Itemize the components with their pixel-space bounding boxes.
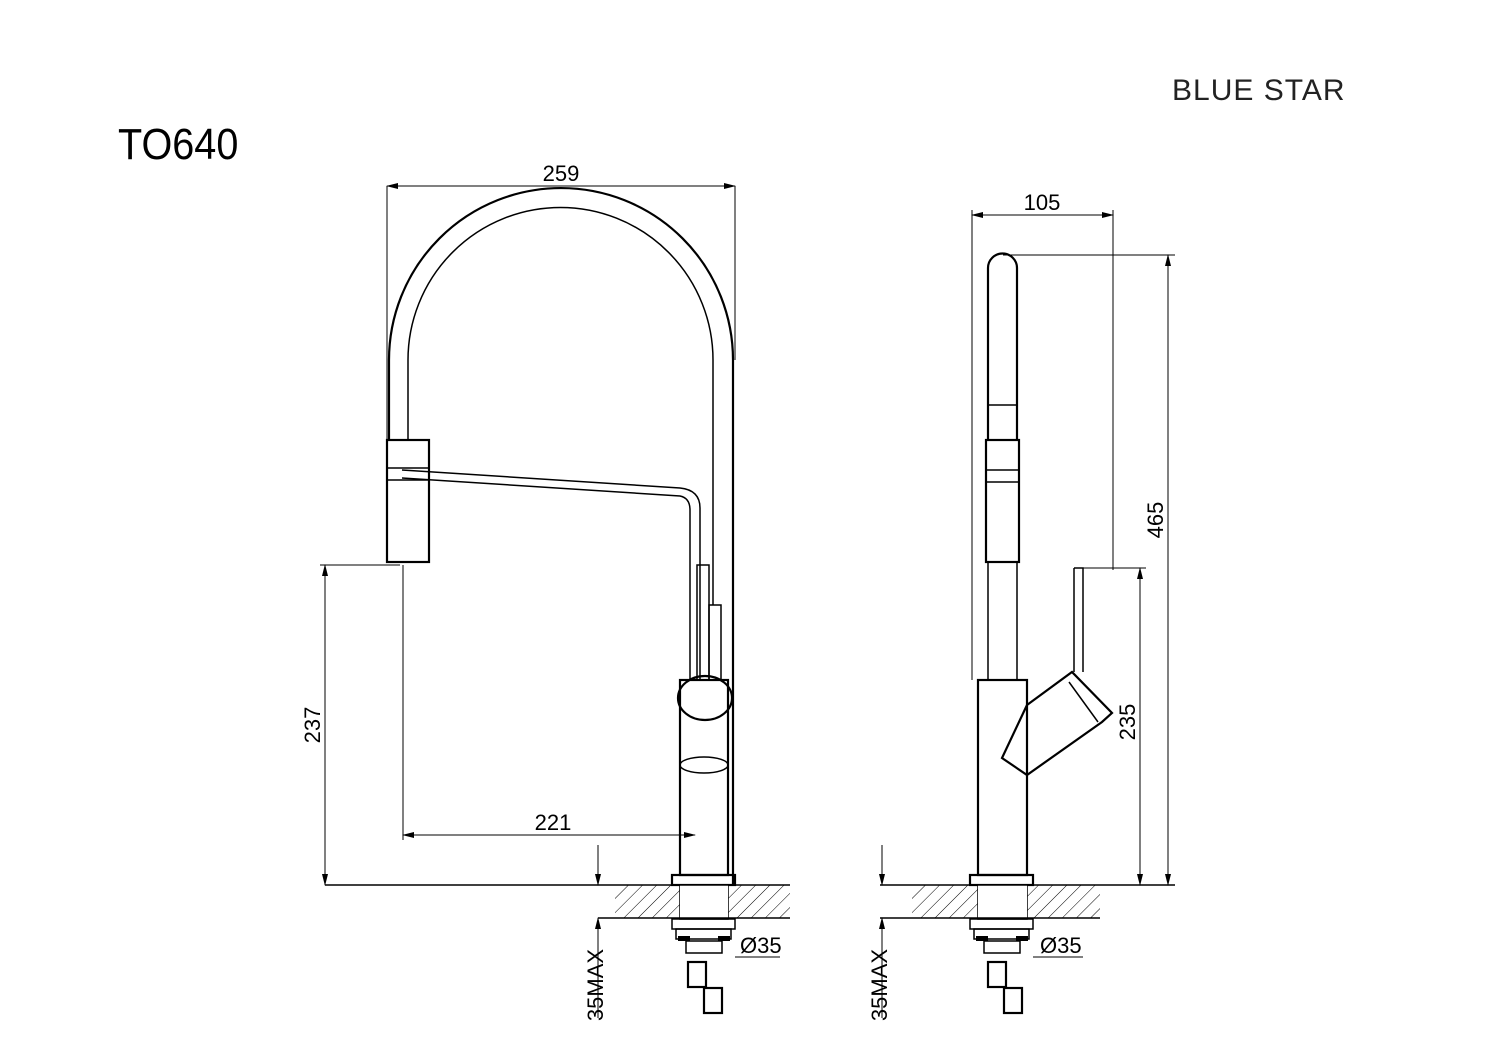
dim-depth-105: 105	[1024, 190, 1061, 215]
brand-logo: BLUE STAR	[1172, 74, 1346, 107]
dim-deck-35max-side: 35MAX	[867, 949, 892, 1021]
front-view: 259 237 221 35MAX Ø35	[300, 161, 790, 1021]
dim-hole-35-side: Ø35	[1040, 933, 1082, 958]
model-number: TO640	[118, 120, 239, 169]
dim-spout-height-237: 237	[300, 707, 325, 744]
dim-total-height-465: 465	[1143, 502, 1168, 539]
dim-spout-reach-221: 221	[535, 810, 572, 835]
dim-hole-35: Ø35	[740, 933, 782, 958]
dim-deck-35max: 35MAX	[583, 949, 608, 1021]
side-faucet	[968, 252, 1114, 1015]
side-view: 105 465 235 35MAX Ø35	[867, 190, 1175, 1021]
dim-handle-height-235: 235	[1115, 704, 1140, 741]
dim-width-259: 259	[543, 161, 580, 186]
